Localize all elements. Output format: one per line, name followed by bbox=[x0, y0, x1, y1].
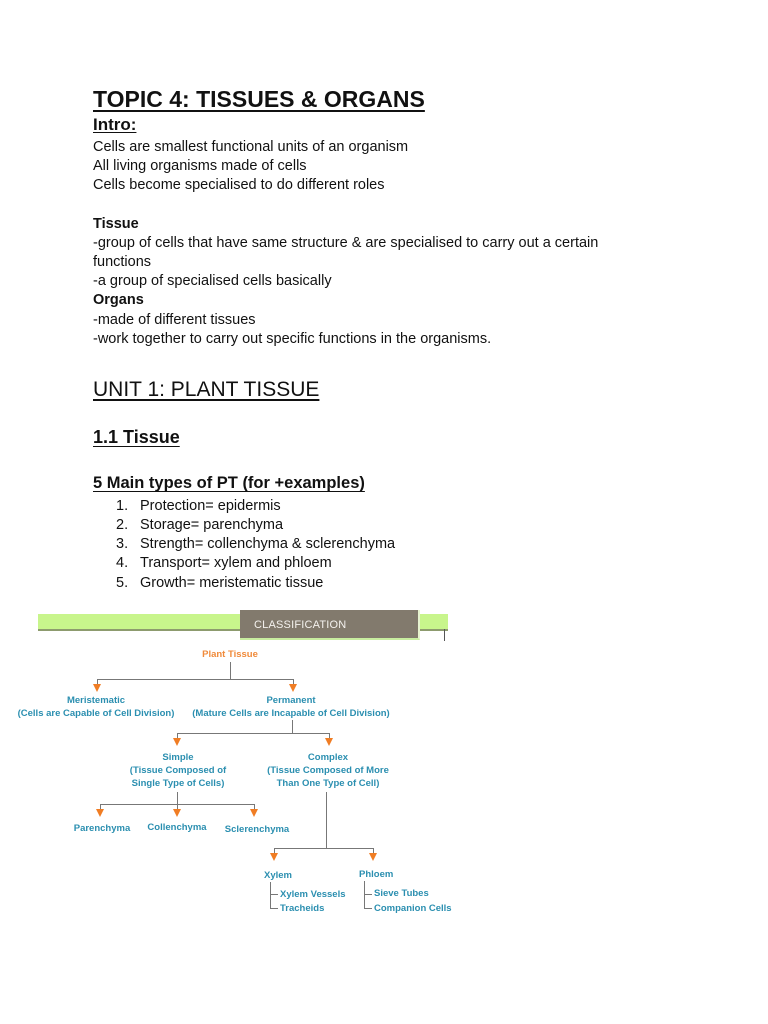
organs-line: -made of different tissues bbox=[93, 312, 256, 328]
connector bbox=[270, 894, 278, 895]
connector bbox=[177, 733, 178, 739]
list-item: 3. Strength= collenchyma & sclerenchyma bbox=[116, 535, 395, 554]
arrow-icon bbox=[93, 684, 101, 692]
connector bbox=[230, 662, 231, 679]
node-title: Meristematic bbox=[66, 695, 126, 706]
node-parenchyma: Parenchyma bbox=[73, 823, 131, 834]
node-xylem-vessels: Xylem Vessels bbox=[280, 889, 346, 900]
connector bbox=[364, 894, 372, 895]
node-plant-tissue: Plant Tissue bbox=[202, 649, 258, 660]
connector bbox=[100, 804, 101, 810]
arrow-icon bbox=[369, 853, 377, 861]
connector bbox=[270, 908, 278, 909]
connector bbox=[293, 679, 294, 685]
connector bbox=[177, 804, 178, 810]
connector bbox=[254, 804, 255, 810]
list-text: Growth= meristematic tissue bbox=[140, 575, 324, 591]
list-item: 2. Storage= parenchyma bbox=[116, 516, 283, 535]
subsection-heading: 5 Main types of PT (for +examples) bbox=[93, 474, 365, 492]
connector bbox=[364, 881, 365, 909]
arrow-icon bbox=[173, 738, 181, 746]
page-title: TOPIC 4: TISSUES & ORGANS bbox=[93, 86, 425, 112]
connector bbox=[373, 848, 374, 854]
node-desc: (Tissue Composed of More bbox=[267, 765, 389, 776]
intro-heading: Intro: bbox=[93, 115, 137, 134]
connector bbox=[274, 848, 373, 849]
node-complex: Complex (Tissue Composed of More Than On… bbox=[267, 751, 389, 790]
list-text: Protection= epidermis bbox=[140, 498, 281, 514]
list-number: 2. bbox=[116, 517, 129, 533]
node-sieve-tubes: Sieve Tubes bbox=[374, 888, 429, 899]
node-sclerenchyma: Sclerenchyma bbox=[224, 824, 290, 835]
list-item: 1. Protection= epidermis bbox=[116, 497, 281, 516]
arrow-icon bbox=[96, 809, 104, 817]
node-meristematic: Meristematic (Cells are Capable of Cell … bbox=[18, 694, 175, 720]
node-desc: (Cells are Capable of Cell Division) bbox=[17, 708, 175, 719]
list-text: Transport= xylem and phloem bbox=[140, 555, 332, 571]
arrow-icon bbox=[250, 809, 258, 817]
node-title: Simple bbox=[162, 752, 194, 763]
organs-heading: Organs bbox=[93, 292, 144, 308]
connector bbox=[326, 792, 327, 848]
unit-heading: UNIT 1: PLANT TISSUE bbox=[93, 378, 320, 401]
tissue-line: -group of cells that have same structure… bbox=[93, 235, 599, 251]
arrow-icon bbox=[270, 853, 278, 861]
node-permanent: Permanent (Mature Cells are Incapable of… bbox=[192, 694, 389, 720]
node-phloem: Phloem bbox=[359, 869, 394, 880]
connector bbox=[97, 679, 293, 680]
connector bbox=[274, 848, 275, 854]
tissue-line: functions bbox=[93, 254, 152, 270]
arrow-icon bbox=[289, 684, 297, 692]
node-simple: Simple (Tissue Composed of Single Type o… bbox=[130, 751, 226, 790]
node-companion-cells: Companion Cells bbox=[374, 903, 452, 914]
list-text: Strength= collenchyma & sclerenchyma bbox=[140, 536, 396, 552]
node-title: Permanent bbox=[266, 695, 316, 706]
list-text: Storage= parenchyma bbox=[140, 517, 284, 533]
intro-line: All living organisms made of cells bbox=[93, 158, 307, 174]
list-item: 4. Transport= xylem and phloem bbox=[116, 554, 332, 573]
connector bbox=[329, 733, 330, 739]
node-xylem: Xylem bbox=[264, 870, 292, 881]
divider bbox=[444, 629, 445, 641]
connector bbox=[97, 679, 98, 685]
list-item: 5. Growth= meristematic tissue bbox=[116, 574, 323, 593]
arrow-icon bbox=[325, 738, 333, 746]
organs-line: -work together to carry out specific fun… bbox=[93, 331, 492, 347]
tissue-line: -a group of specialised cells basically bbox=[93, 273, 332, 289]
connector bbox=[364, 908, 372, 909]
tissue-heading: Tissue bbox=[93, 216, 139, 232]
connector bbox=[177, 733, 329, 734]
intro-line: Cells are smallest functional units of a… bbox=[93, 139, 409, 155]
connector bbox=[292, 720, 293, 733]
list-number: 1. bbox=[116, 498, 129, 514]
section-heading: 1.1 Tissue bbox=[93, 427, 180, 447]
node-desc: Than One Type of Cell) bbox=[276, 778, 380, 789]
node-collenchyma: Collenchyma bbox=[147, 822, 207, 833]
list-number: 5. bbox=[116, 575, 129, 591]
node-desc: Single Type of Cells) bbox=[131, 778, 225, 789]
node-title: Complex bbox=[307, 752, 349, 763]
node-tracheids: Tracheids bbox=[280, 903, 325, 914]
node-desc: (Tissue Composed of bbox=[129, 765, 227, 776]
classification-diagram: CLASSIFICATION Plant Tissue Meristematic… bbox=[18, 610, 452, 925]
list-number: 4. bbox=[116, 555, 129, 571]
classification-banner: CLASSIFICATION bbox=[240, 610, 420, 640]
list-number: 3. bbox=[116, 536, 129, 552]
connector bbox=[177, 792, 178, 804]
connector bbox=[270, 882, 271, 909]
arrow-icon bbox=[173, 809, 181, 817]
intro-line: Cells become specialised to do different… bbox=[93, 177, 385, 193]
node-desc: (Mature Cells are Incapable of Cell Divi… bbox=[192, 708, 390, 719]
